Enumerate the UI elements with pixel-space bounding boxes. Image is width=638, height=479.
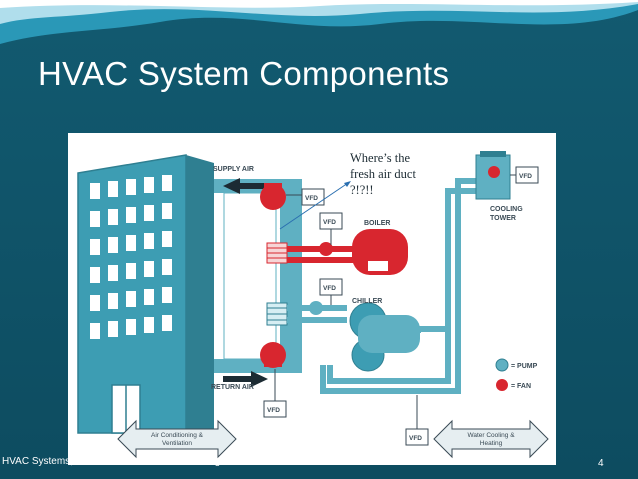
- svg-text:Ventilation: Ventilation: [162, 440, 192, 447]
- callout-line: Where’s the: [350, 151, 411, 165]
- vfd-label: VFD: [409, 435, 422, 442]
- air-ducts: [214, 179, 302, 373]
- page-number: 4: [598, 458, 604, 469]
- hvac-diagram-svg: VFD VFD VFD VFD VFD VFD SUPPLY AIR RETUR…: [77, 151, 549, 459]
- svg-text:Water Cooling &: Water Cooling &: [467, 432, 515, 439]
- return-air-label: RETURN AIR: [211, 384, 254, 391]
- callout-arrow: [279, 181, 351, 230]
- return-air-arrow: [223, 371, 268, 387]
- slide-footer: HVAC Systems, HRB Controls & Troubleshoo…: [2, 456, 221, 467]
- fan-legend-label: = FAN: [511, 383, 531, 390]
- heating-coil: [266, 242, 288, 264]
- cooling-coil: [266, 302, 288, 326]
- header-wave-decoration: [0, 0, 638, 44]
- chiller: [287, 301, 420, 372]
- vfd-label: VFD: [519, 173, 532, 180]
- return-fan: [260, 342, 286, 368]
- legend: = PUMP = FAN: [495, 358, 538, 391]
- callout-line: ?!?!!: [350, 183, 374, 197]
- cooling-tower-label: TOWER: [490, 215, 516, 222]
- callout-line: fresh air duct: [350, 167, 416, 181]
- slide-title: HVAC System Components: [38, 55, 450, 92]
- svg-text:Heating: Heating: [480, 440, 503, 447]
- chiller-label: CHILLER: [352, 298, 382, 305]
- boiler: [287, 229, 408, 275]
- vfd-label: VFD: [323, 219, 336, 226]
- pump-legend-label: = PUMP: [511, 363, 538, 370]
- vfd-label: VFD: [323, 285, 336, 292]
- cooling-tower: [475, 151, 511, 200]
- callout-note: Where’s the fresh air duct ?!?!!: [350, 150, 450, 198]
- boiler-label: BOILER: [364, 220, 390, 227]
- supply-fan: [260, 183, 286, 210]
- vfd-boxes: [263, 166, 539, 446]
- supply-air-label: SUPPLY AIR: [213, 166, 254, 173]
- air-conditioning-arrow: Air Conditioning & Ventilation: [117, 419, 237, 459]
- condenser-water-pipes: [320, 178, 480, 394]
- vfd-label: VFD: [267, 407, 280, 414]
- water-cooling-arrow: Water Cooling & Heating: [433, 419, 549, 459]
- supply-air-arrow: [223, 178, 268, 194]
- cooling-tower-label: COOLING: [490, 206, 523, 213]
- hvac-diagram: VFD VFD VFD VFD VFD VFD SUPPLY AIR RETUR…: [68, 133, 556, 465]
- vfd-label: VFD: [305, 195, 318, 202]
- building: [77, 154, 214, 434]
- svg-text:Air Conditioning &: Air Conditioning &: [151, 432, 204, 439]
